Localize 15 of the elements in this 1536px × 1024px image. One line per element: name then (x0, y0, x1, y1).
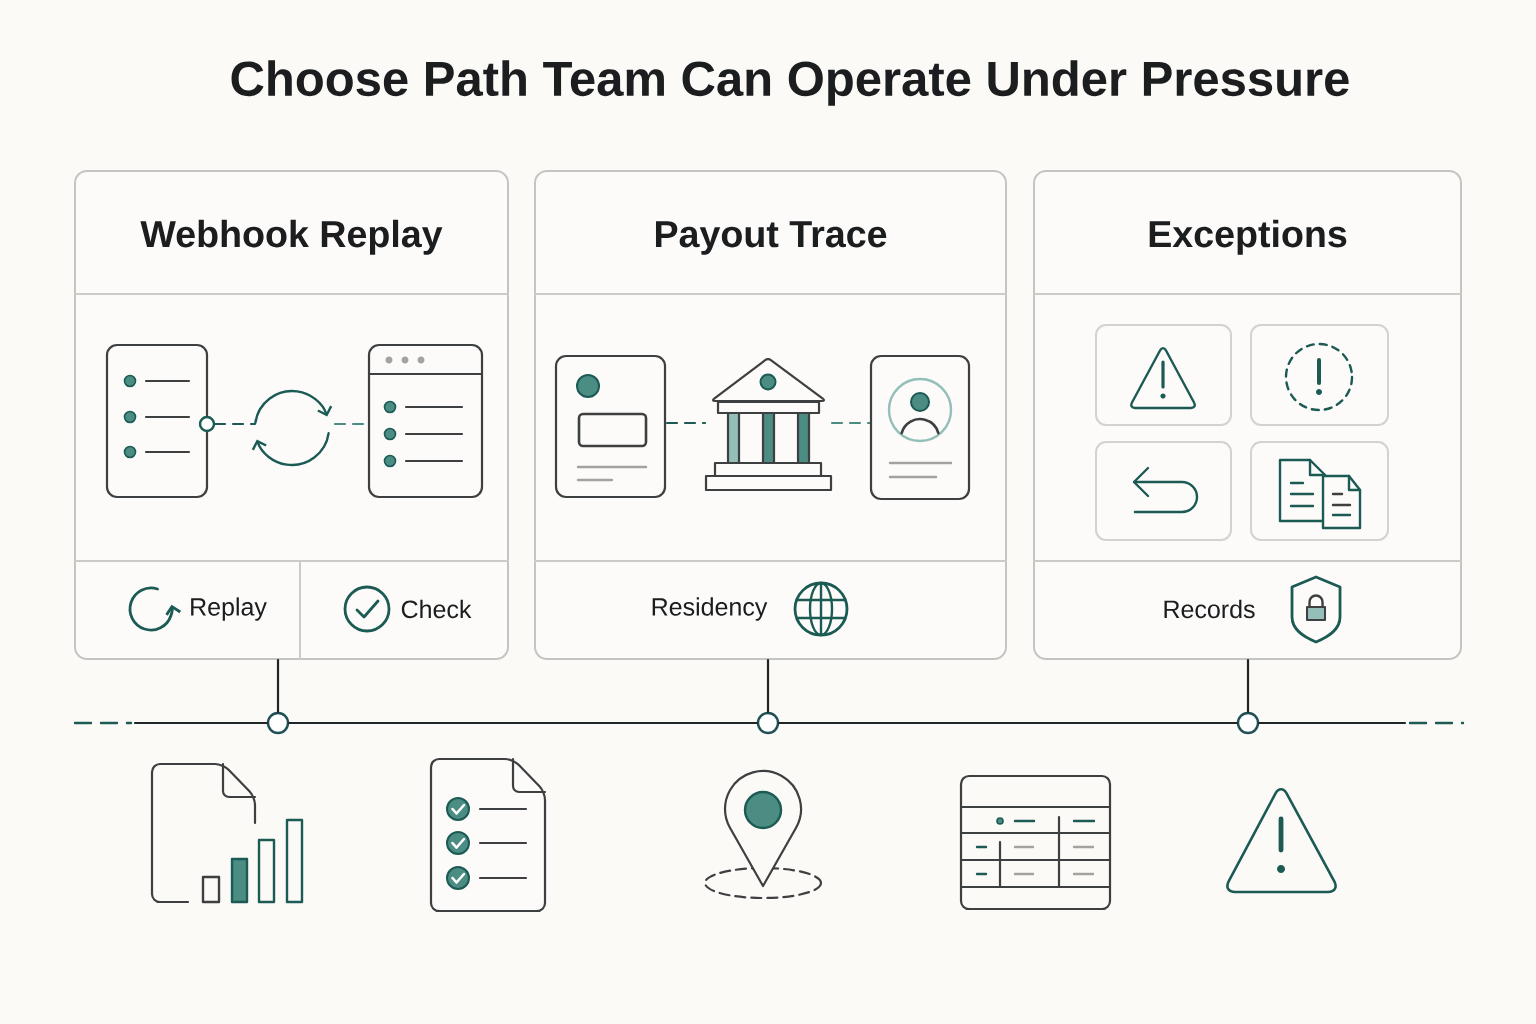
connector-line (766, 658, 770, 713)
connector-line (276, 658, 280, 713)
feature-label: Residency (652, 597, 768, 621)
title: Choose Path Team Can Operate Under Pressure (231, 60, 1349, 106)
feature-label: Records (1164, 599, 1255, 619)
connector-line (1258, 721, 1407, 725)
feature-label: Check (401, 599, 472, 619)
feature-label: Replay (191, 597, 267, 621)
connector-line (1246, 658, 1250, 713)
timeline-node (756, 711, 780, 735)
timeline-node (1236, 711, 1260, 735)
timeline-node (266, 711, 290, 735)
connector-line (133, 721, 268, 725)
connector-line (778, 721, 1238, 725)
connector-line (288, 721, 758, 725)
